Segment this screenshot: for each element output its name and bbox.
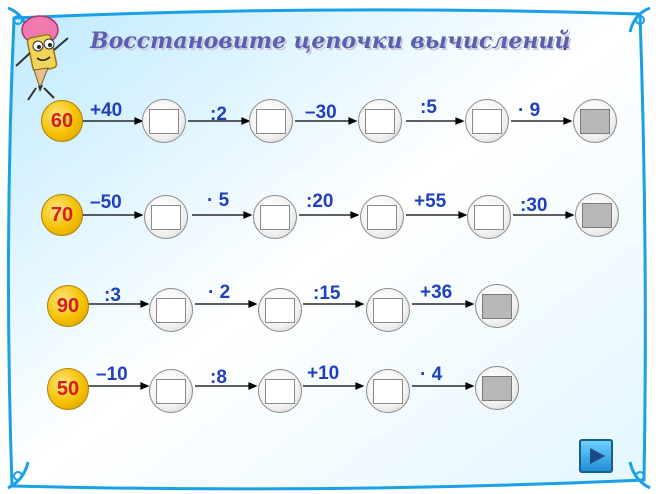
chain-1-answer-3[interactable] <box>358 99 402 143</box>
chain-2-answer-2[interactable] <box>253 195 297 239</box>
play-arrow-icon <box>590 448 605 464</box>
chain-4-answer-2[interactable] <box>258 369 302 413</box>
chain-4-op-2: :8 <box>210 367 227 388</box>
chain-4-arrows <box>88 382 475 390</box>
chain-3-answer-3[interactable] <box>366 288 410 332</box>
chain-1-result[interactable] <box>573 99 617 143</box>
pencil-mascot-icon <box>15 15 69 101</box>
chain-2-start: 70 <box>41 194 83 236</box>
chain-2-result[interactable] <box>575 193 619 237</box>
chain-1-answer-2[interactable] <box>249 99 293 143</box>
chain-3-op-3: :15 <box>313 283 341 304</box>
chain-4-op-3: +10 <box>307 363 340 384</box>
chain-4-answer-3[interactable] <box>366 369 410 413</box>
chain-1-op-5: · 9 <box>518 100 541 121</box>
chain-4-answer-1[interactable] <box>149 369 193 413</box>
chain-3-answer-2[interactable] <box>258 288 302 332</box>
chain-2-answer-3[interactable] <box>360 195 404 239</box>
chain-1-op-4: :5 <box>420 97 437 118</box>
chain-1-answer-1[interactable] <box>142 99 186 143</box>
chain-2-op-5: :30 <box>520 195 548 216</box>
chain-2-arrows <box>82 211 575 219</box>
chain-3-op-2: · 2 <box>208 282 231 303</box>
chain-4-result[interactable] <box>475 366 519 410</box>
chain-2-op-1: –50 <box>90 192 122 213</box>
chain-3-answer-1[interactable] <box>149 288 193 332</box>
next-slide-button[interactable] <box>579 439 613 473</box>
chain-3-result[interactable] <box>475 284 519 328</box>
title-punctuation: . <box>562 34 568 55</box>
chain-1-start: 60 <box>41 100 83 142</box>
chain-2-answer-4[interactable] <box>467 195 511 239</box>
chain-3-start: 90 <box>47 285 89 327</box>
chain-3-op-1: :3 <box>104 285 121 306</box>
chain-4-op-4: · 4 <box>420 364 443 385</box>
chain-1-op-2: :2 <box>210 104 227 125</box>
page-title: Восстановите цепочки вычислений <box>90 28 571 54</box>
chain-1-arrows <box>82 117 573 125</box>
chain-3-arrows <box>88 300 475 308</box>
chain-1-op-3: –30 <box>305 102 337 123</box>
chain-4-start: 50 <box>47 368 89 410</box>
chain-2-op-4: +55 <box>414 191 447 212</box>
chain-3-op-4: +36 <box>420 282 453 303</box>
chain-1-op-1: +40 <box>90 100 123 121</box>
chain-1-answer-4[interactable] <box>465 99 509 143</box>
chain-2-op-2: · 5 <box>207 190 230 211</box>
chain-4-op-1: –10 <box>96 364 128 385</box>
chain-2-op-3: :20 <box>306 191 334 212</box>
chain-2-answer-1[interactable] <box>144 195 188 239</box>
